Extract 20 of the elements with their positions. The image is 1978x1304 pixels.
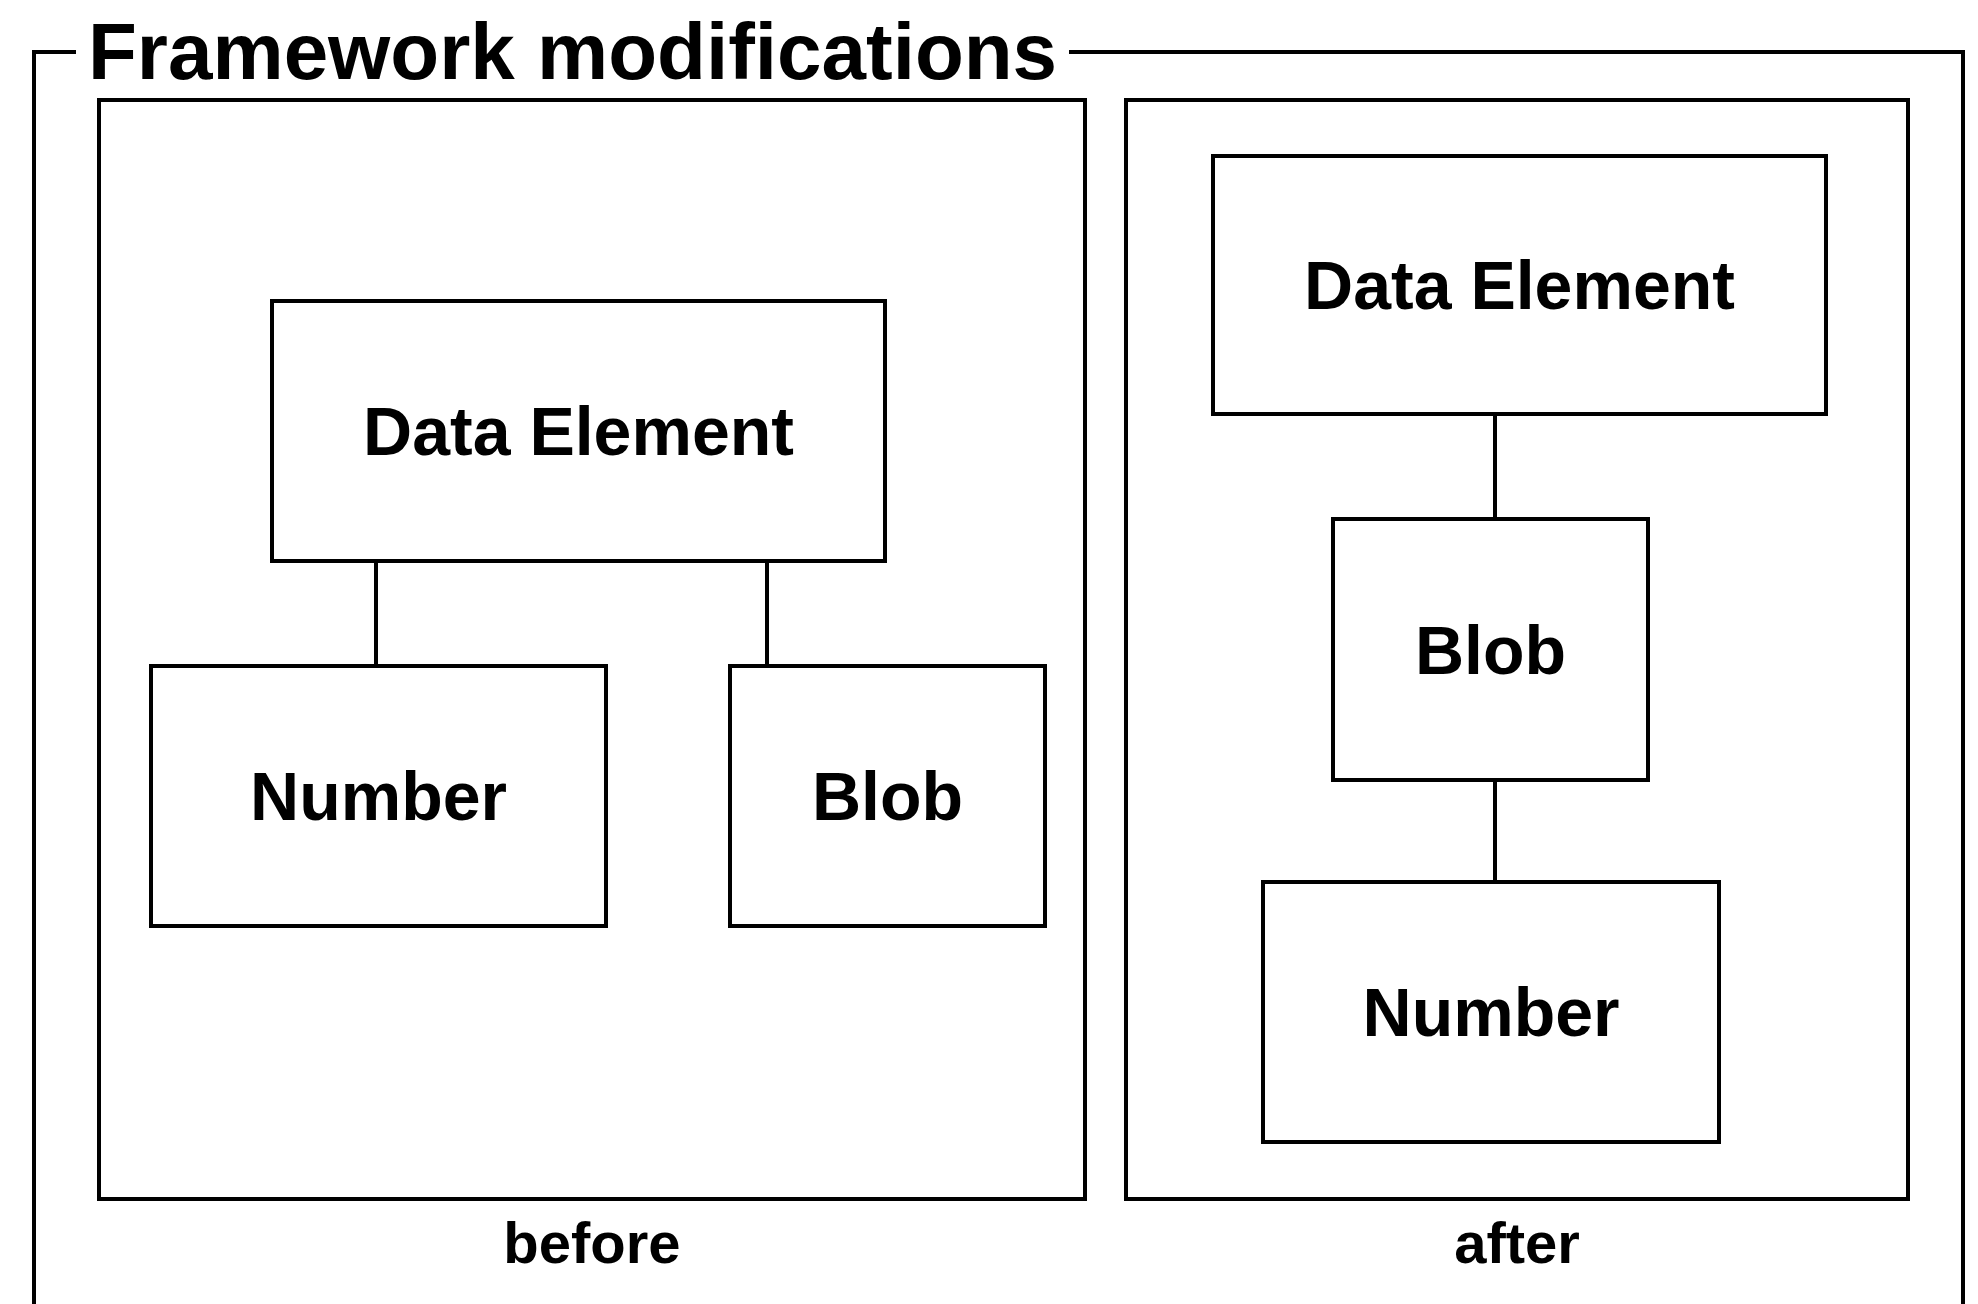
component-box (1261, 880, 1721, 1144)
box-label: Number (1362, 973, 1620, 1051)
connector-line (765, 563, 769, 664)
box-label: Blob (811, 757, 964, 835)
component-box (1211, 154, 1828, 416)
component-box (1331, 517, 1650, 782)
component-box (149, 664, 608, 928)
panel-box (97, 98, 1087, 1201)
box-label: Number (250, 757, 507, 835)
box-label: Data Element (363, 392, 794, 470)
connector-line (1493, 782, 1497, 880)
box-label: Data Element (1304, 246, 1735, 324)
component-box (728, 664, 1047, 928)
connector-line (374, 563, 378, 664)
panel-box (1124, 98, 1910, 1201)
connector-line (1493, 416, 1497, 517)
caption-label: after (1454, 1209, 1580, 1276)
box-label: Blob (1414, 610, 1567, 689)
caption-label: before (503, 1209, 681, 1276)
component-box (270, 299, 887, 563)
